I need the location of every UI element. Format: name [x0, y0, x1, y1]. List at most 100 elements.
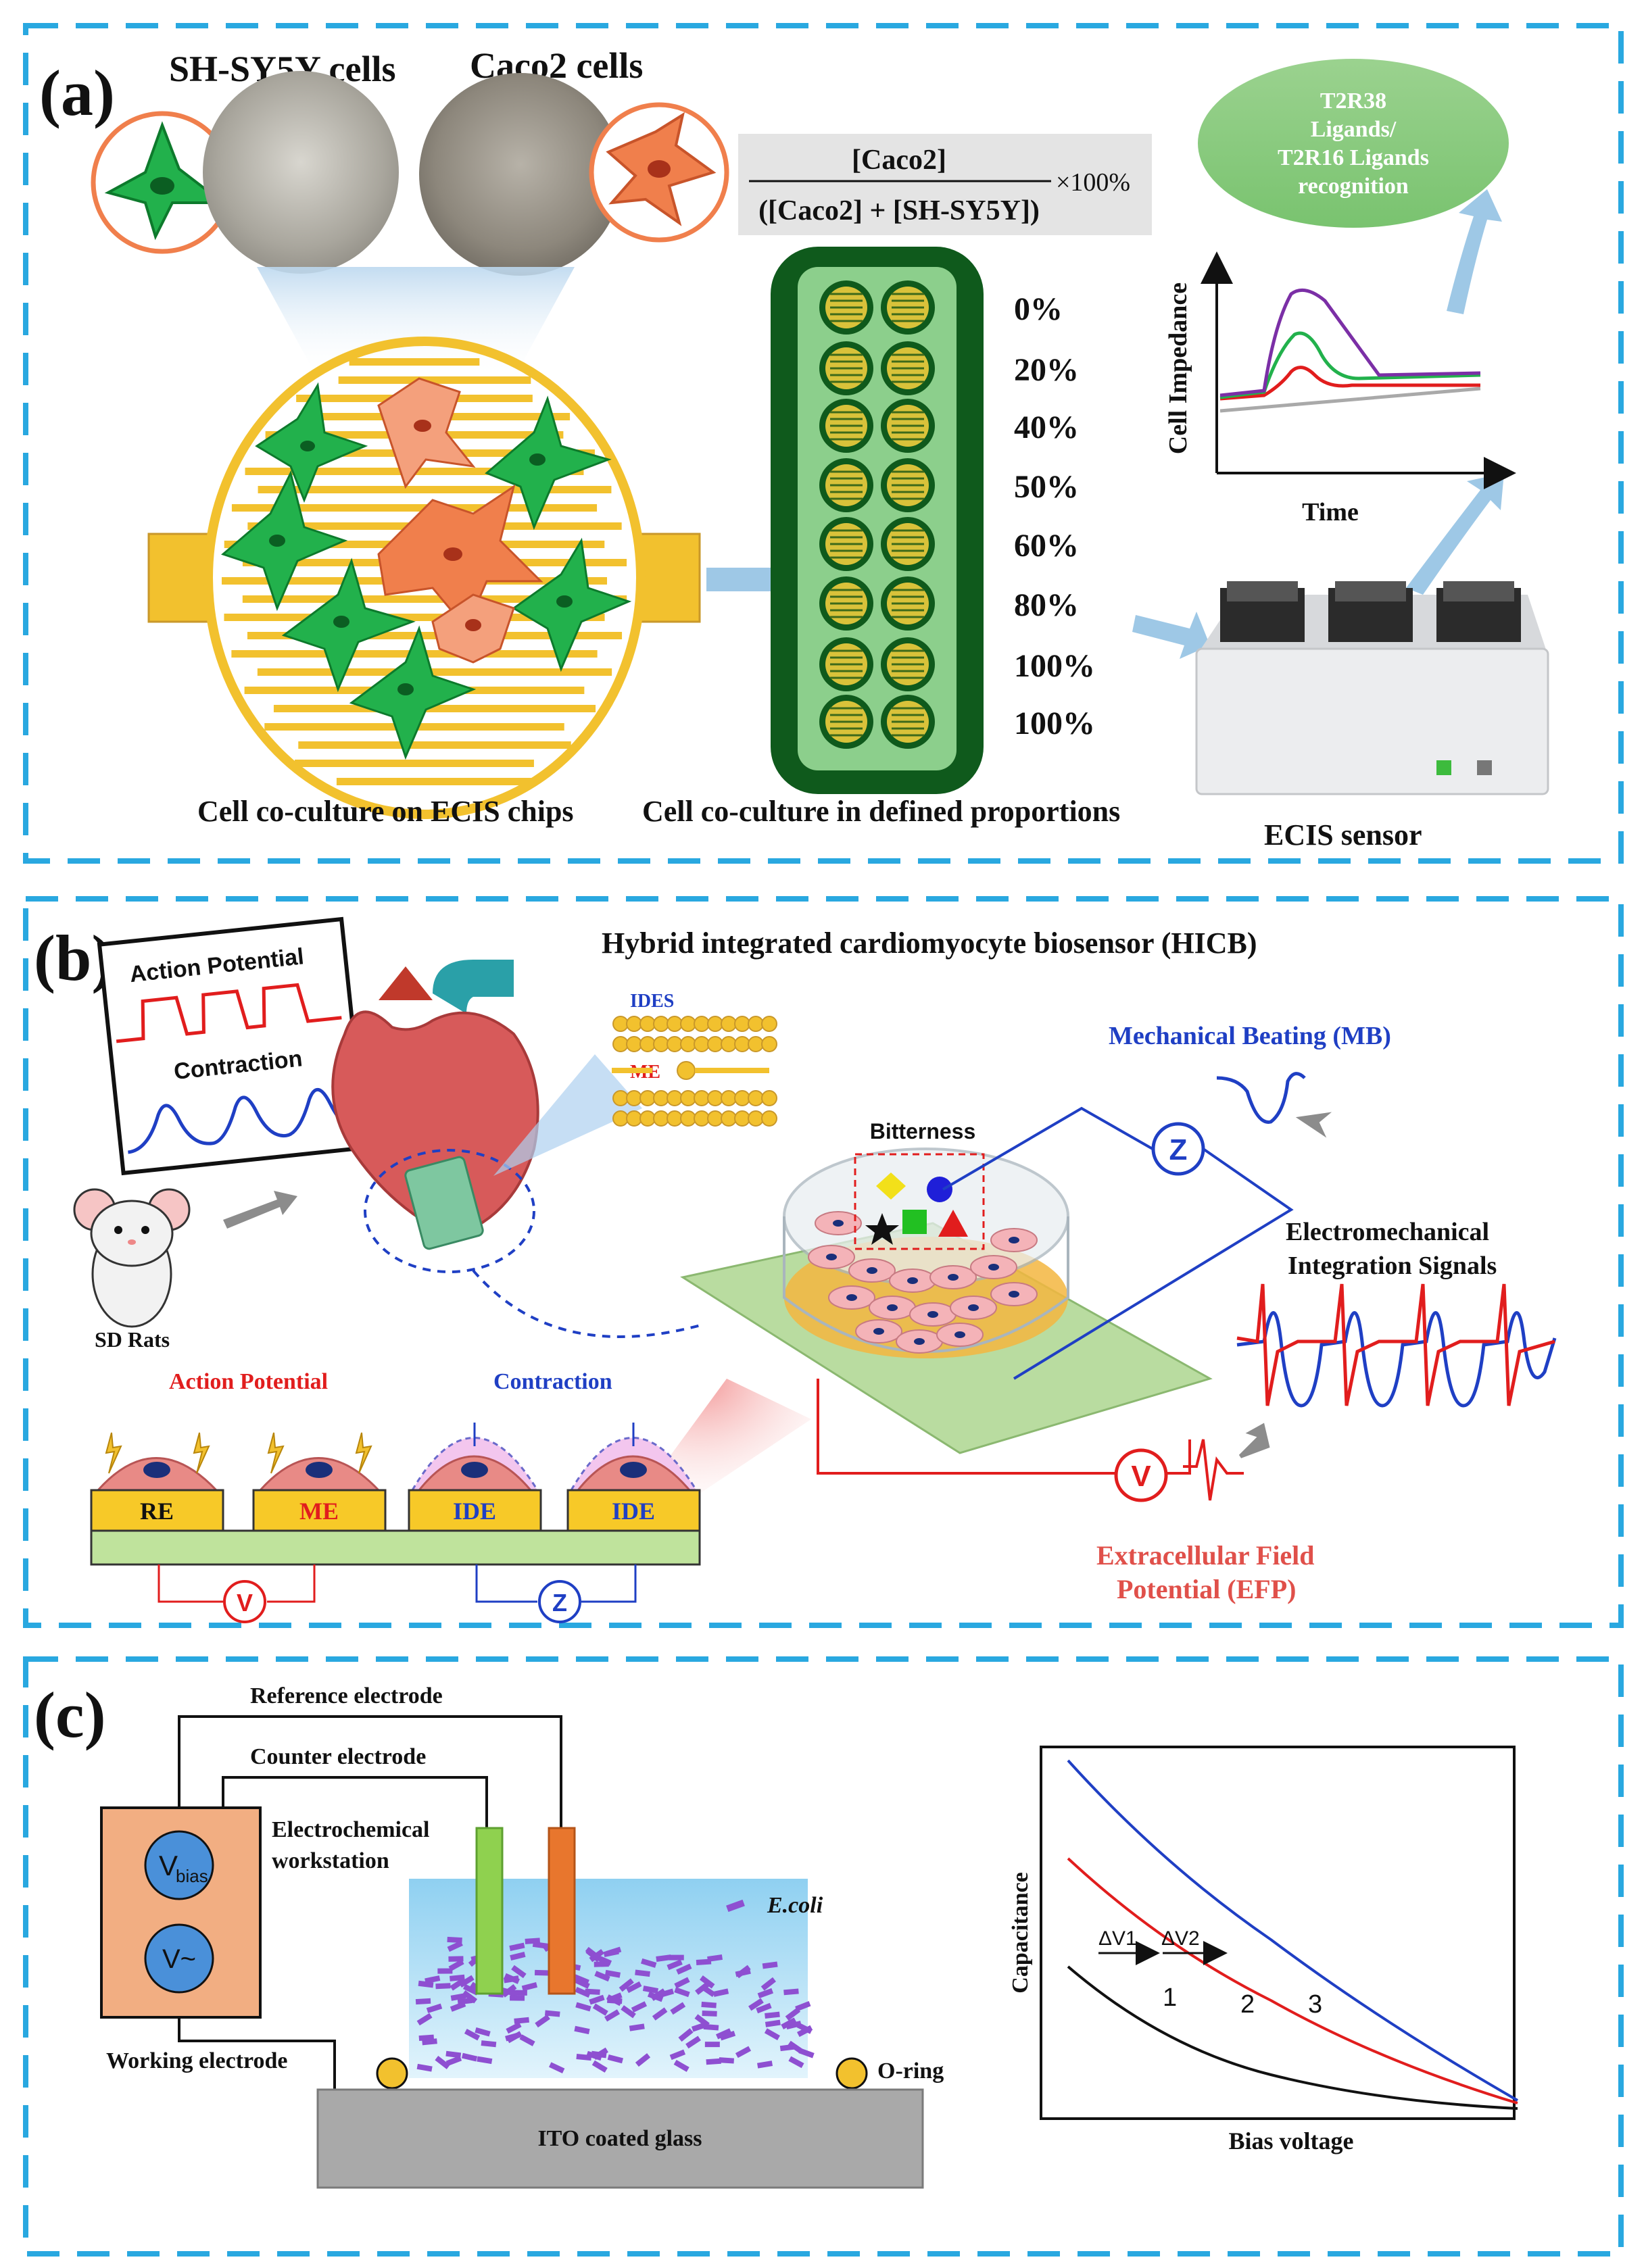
ecoli-bacterium: [418, 1980, 434, 1988]
workstation-label-2: workstation: [272, 1848, 389, 1873]
v-circuit: V: [817, 1379, 1191, 1502]
chip-cells-orange: [377, 377, 543, 664]
ecoli-bacterium: [450, 1977, 466, 1991]
electrode-block: RE: [90, 1432, 224, 1532]
chip-cells-green: [221, 382, 632, 760]
ides-dot: [694, 1036, 710, 1052]
ecoli-bacterium: [450, 1993, 466, 2001]
lightning-icon: [355, 1432, 372, 1474]
chip-finger: [247, 632, 623, 639]
cardiomyocyte: [970, 1255, 1017, 1279]
sensor-plate-1: [1220, 581, 1305, 642]
lightning-icon: [105, 1432, 122, 1474]
tastant-blue-circle: [927, 1177, 952, 1202]
ecoli-bacterium: [642, 1986, 658, 1994]
ecoli-bacterium: [678, 2028, 694, 2042]
ecoli-bacterium: [785, 2007, 801, 2021]
caption-defined-proportions: Cell co-culture in defined proportions: [642, 795, 1120, 828]
cardiomyocyte: [896, 1329, 943, 1354]
vbias-subscript: bias: [176, 1866, 208, 1886]
cardiomyocyte: [936, 1323, 984, 1347]
bitterness-box: [854, 1153, 985, 1250]
cardiomyocyte: [929, 1265, 977, 1289]
cardiomyocyte: [808, 1245, 855, 1269]
board-contraction-trace: [127, 1088, 357, 1154]
ecoli-bacterium: [462, 1990, 478, 2004]
bottom-z-symbol: Z: [552, 1589, 567, 1617]
heart-zoom-circle: [364, 1149, 535, 1273]
ecoli-bacterium: [475, 2027, 491, 2037]
well: [819, 341, 873, 395]
ito-label: ITO coated glass: [537, 2126, 702, 2151]
ecoli-bacterium: [512, 1990, 527, 1996]
ellipse-line-4: recognition: [1298, 174, 1409, 199]
chip-finger: [273, 705, 596, 712]
ecoli-bacterium: [589, 1994, 605, 2005]
well-grid: [819, 280, 935, 749]
ecoli-bacterium: [604, 2009, 621, 2022]
ecoli-bacterium: [719, 2057, 734, 2064]
ecoli-bacterium: [574, 1977, 590, 1989]
ecoli-bacterium: [621, 2005, 636, 2019]
chip-finger: [295, 760, 534, 767]
sensor-status-light: [1436, 760, 1451, 775]
ecoli-bacterium: [706, 2058, 721, 2065]
ecoli-bacterium: [575, 2002, 591, 2012]
ecoli-bacterium: [785, 2021, 802, 2029]
mb-arrow: [1295, 1112, 1332, 1138]
ecoli-bacterium: [702, 2011, 717, 2017]
bottom-v-symbol: V: [237, 1589, 253, 1617]
electrode-block: IDE: [566, 1423, 701, 1532]
z-meter-symbol: Z: [1169, 1133, 1188, 1166]
ides-label: IDES: [630, 991, 674, 1012]
ecoli-bacterium: [445, 2055, 462, 2067]
ides-dot: [667, 1090, 683, 1106]
well: [881, 576, 935, 631]
ides-dot: [707, 1036, 723, 1052]
caption-ecis-chip: Cell co-culture on ECIS chips: [197, 795, 574, 828]
ecoli-particles: [415, 1933, 815, 2073]
well: [819, 576, 873, 631]
arrow-sensor-to-plot: [1406, 473, 1504, 595]
ecoli-bacterium: [757, 1988, 774, 1999]
heart-patch-chip: [404, 1156, 484, 1250]
arrow-rat-to-heart: [223, 1191, 297, 1229]
ides-dot: [748, 1110, 764, 1127]
ides-dot: [626, 1036, 642, 1052]
impedance-curve-green: [1219, 331, 1481, 399]
ides-dot: [680, 1090, 696, 1106]
ecoli-bacterium: [788, 2040, 803, 2054]
ecoli-bacterium: [425, 1975, 441, 1984]
cardiomyocyte: [889, 1268, 936, 1293]
ides-dot: [612, 1110, 629, 1127]
ecoli-bacterium: [735, 2046, 752, 2059]
petri-dish: Bitterness: [783, 1119, 1069, 1358]
ecoli-bacterium: [631, 2001, 648, 2013]
impedance-curve-purple: [1219, 288, 1481, 397]
heart-illustration: [331, 960, 539, 1250]
ecoli-bacterium: [674, 1977, 690, 1989]
ides-dot: [612, 1016, 629, 1032]
well: [819, 280, 873, 335]
ides-dot: [761, 1090, 777, 1106]
ides-dot: [639, 1110, 656, 1127]
efp-label-line2: Potential (EFP): [1117, 1574, 1297, 1604]
emi-label-line2: Integration Signals: [1288, 1252, 1497, 1280]
ides-dot: [626, 1090, 642, 1106]
proportion-formula: [Caco2] ([Caco2] + [SH-SY5Y]) ×100%: [738, 134, 1152, 235]
ecoli-bacterium: [594, 1971, 610, 1982]
ecoli-bacterium: [447, 1936, 462, 1944]
bitterness-label: Bitterness: [870, 1119, 976, 1143]
ecoli-bacterium: [670, 2002, 686, 2015]
ides-dot: [612, 1090, 629, 1106]
percentage-label: 50%: [1014, 469, 1079, 505]
cardiomyocyte: [990, 1228, 1038, 1252]
cardiomyocyte: [855, 1319, 902, 1343]
ecoli-bacterium: [635, 1969, 650, 1977]
cardiomyocyte: [815, 1211, 862, 1235]
ides-dot: [721, 1016, 737, 1032]
formula-numerator: [Caco2]: [852, 145, 946, 176]
ecoli-bacterium: [783, 1988, 799, 1996]
ides-dot: [734, 1036, 750, 1052]
